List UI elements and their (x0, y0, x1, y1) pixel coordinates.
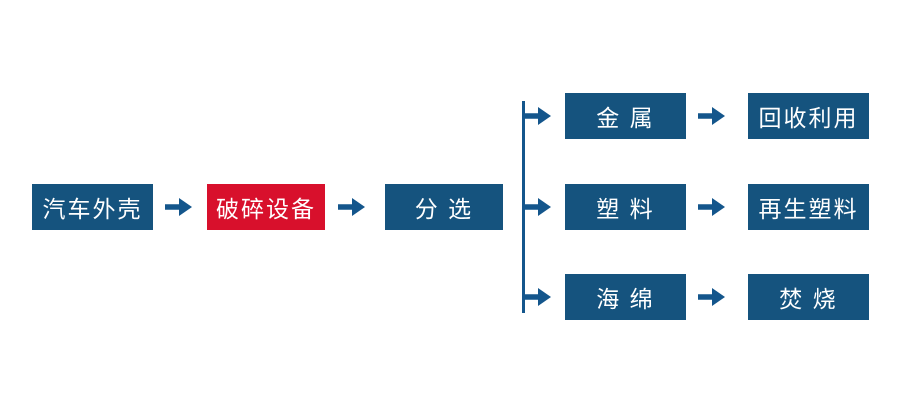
node-car-shell: 汽车外壳 (32, 184, 153, 230)
arrow-right-icon (698, 107, 725, 125)
branch-connector-line (522, 101, 525, 313)
branch-row-plastic: 塑 料 再生塑料 (523, 184, 869, 230)
node-sponge: 海 绵 (565, 274, 686, 320)
main-flow-row: 汽车外壳 破碎设备 分 选 (32, 184, 503, 230)
node-recycling: 回收利用 (748, 93, 869, 139)
node-crushing-equipment: 破碎设备 (207, 184, 325, 230)
branch-row-metal: 金 属 回收利用 (523, 93, 869, 139)
node-plastic: 塑 料 (565, 184, 686, 230)
arrow-right-icon (698, 198, 725, 216)
arrow-right-icon (165, 198, 192, 216)
branch-row-sponge: 海 绵 焚 烧 (523, 274, 869, 320)
node-metal: 金 属 (565, 93, 686, 139)
arrow-right-icon (524, 198, 551, 216)
arrow-right-icon (338, 198, 365, 216)
node-incineration: 焚 烧 (748, 274, 869, 320)
arrow-right-icon (524, 288, 551, 306)
node-sorting: 分 选 (385, 184, 503, 230)
arrow-right-icon (698, 288, 725, 306)
node-recycled-plastic: 再生塑料 (748, 184, 869, 230)
arrow-right-icon (524, 107, 551, 125)
